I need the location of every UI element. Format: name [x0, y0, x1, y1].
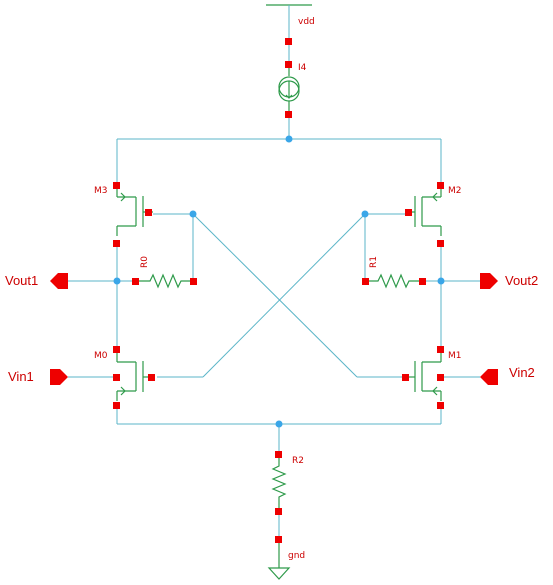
m3-label: M3	[94, 186, 108, 196]
left-gate-junction	[189, 210, 197, 218]
m0-label: M0	[94, 351, 108, 361]
cross-coupling-wires	[153, 213, 405, 378]
right-output-wires	[424, 247, 480, 349]
m1-label: M1	[448, 351, 462, 361]
r0-label: R0	[140, 256, 150, 268]
vout2-port[interactable]	[480, 273, 498, 289]
i4-label: I4	[298, 63, 307, 73]
vout1-port[interactable]	[50, 273, 68, 289]
gnd-label: gnd	[288, 551, 305, 561]
vin2-port[interactable]	[437, 369, 498, 385]
vin2-label: Vin2	[509, 365, 535, 380]
top-rail-wire	[116, 118, 442, 183]
transistor-m2[interactable]	[405, 182, 444, 247]
gnd-symbol	[267, 515, 291, 580]
vin1-port[interactable]	[50, 369, 120, 385]
bottom-rail-junction	[275, 420, 283, 428]
m2-label: M2	[448, 186, 462, 196]
r2-label: R2	[292, 456, 304, 466]
left-output-wires	[68, 247, 134, 349]
resistor-r2[interactable]	[271, 451, 287, 515]
transistor-m3[interactable]	[113, 182, 153, 247]
vout2-label: Vout2	[505, 273, 538, 288]
vout2-junction	[437, 277, 445, 285]
vout1-label: Vout1	[5, 273, 38, 288]
vdd-label: vdd	[298, 17, 315, 27]
top-rail-junction	[285, 135, 293, 143]
resistor-r0[interactable]	[132, 273, 197, 289]
vout1-junction	[113, 277, 121, 285]
vin1-label: Vin1	[8, 369, 34, 384]
resistor-r1[interactable]	[362, 273, 426, 289]
vdd-pin	[285, 38, 292, 45]
r1-label: R1	[369, 256, 379, 268]
transistor-m0[interactable]	[113, 346, 155, 409]
transistor-m1[interactable]	[402, 346, 444, 409]
vdd-symbol	[266, 4, 312, 40]
right-gate-junction	[361, 210, 369, 218]
current-source-i4[interactable]	[278, 44, 300, 118]
bottom-rail-wire	[116, 409, 442, 452]
